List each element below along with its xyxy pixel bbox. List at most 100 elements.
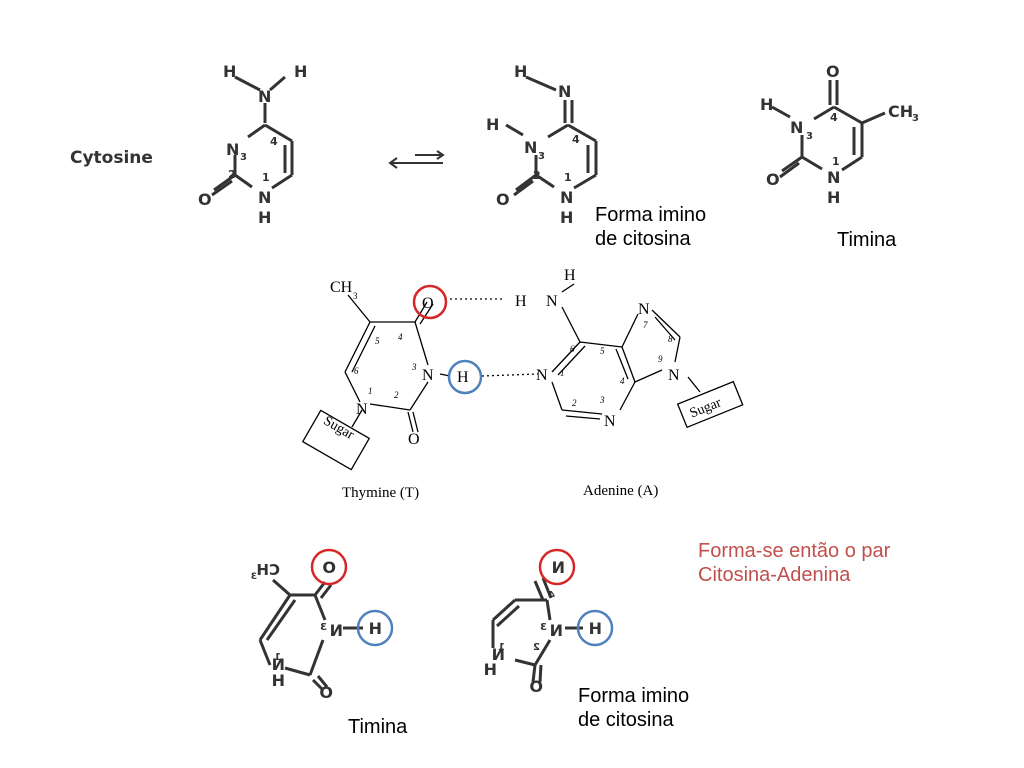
ring-number: 1: [262, 171, 270, 184]
thymine-structure: O H N 3 4 CH 3 1 N H O: [760, 62, 919, 207]
ring-number: 1: [274, 652, 281, 663]
atom-n: N: [638, 301, 650, 318]
ring-number: 4: [572, 133, 580, 146]
atom-o: O: [826, 62, 840, 81]
atom-h: H: [369, 619, 382, 638]
caption-line: Citosina-Adenina: [698, 564, 851, 586]
mirrored-imino-cytosine-structure: N 4 N 3 H 2 1 N H O: [484, 548, 614, 696]
atom-h: H: [258, 208, 271, 227]
atom-n: N: [560, 188, 573, 207]
atom-n: N: [330, 621, 343, 640]
adenine-label: Adenine (A): [583, 483, 658, 499]
caption-line: Forma imino: [595, 204, 707, 226]
ring-number: 8: [668, 334, 673, 344]
atom-n: N: [546, 293, 558, 310]
atom-o: O: [408, 431, 420, 448]
ring-number: 4: [830, 111, 838, 124]
atom-n: N: [258, 87, 271, 106]
imino-caption-top: Forma imino de citosina: [595, 203, 706, 251]
ring-number: 7: [643, 320, 648, 330]
sugar-label: Sugar: [688, 395, 724, 421]
blue-highlight-circle: [447, 359, 483, 395]
atom-h: H: [827, 188, 840, 207]
atom-o: O: [322, 558, 336, 577]
ring-number: 4: [398, 332, 403, 342]
atom-n: N: [550, 621, 563, 640]
atom-ch3: CH: [888, 102, 913, 121]
ring-number: 3: [540, 622, 547, 633]
atom-n: N: [558, 82, 571, 101]
atom-ch3: CH: [256, 561, 280, 579]
atom-subscript: 3: [806, 131, 813, 142]
atom-o: O: [529, 677, 543, 696]
atom-h: H: [560, 208, 573, 227]
atom-n: N: [492, 645, 505, 664]
atom-subscript: 3: [912, 113, 919, 124]
atom-n: N: [827, 168, 840, 187]
atom-n: N: [258, 188, 271, 207]
ring-number: 1: [368, 386, 373, 396]
ring-number: 2: [394, 390, 399, 400]
ring-number: 4: [270, 135, 278, 148]
atom-n: N: [356, 401, 368, 418]
ring-number: 2: [228, 168, 236, 181]
ring-number: 2: [533, 169, 541, 182]
atom-h: H: [223, 62, 236, 81]
caption-line: Forma imino: [578, 685, 690, 707]
ring-number: 1: [498, 642, 505, 653]
ring-number: 4: [548, 590, 555, 601]
atom-n3: N: [790, 118, 803, 137]
thymine-label: Thymine (T): [342, 485, 419, 501]
blue-highlight-circle: [356, 609, 394, 647]
ring-number: 1: [832, 155, 840, 168]
cytosine-label: Cytosine: [70, 148, 153, 168]
ring-number: 9: [658, 354, 663, 364]
atom-h: H: [515, 293, 527, 310]
atom-o: O: [319, 683, 333, 702]
red-highlight-circle: [538, 548, 576, 586]
imino-cytosine-structure: H N H N 3 4 2 1 N H O: [486, 62, 598, 227]
caption-line: de citosina: [578, 709, 674, 731]
atom-o: O: [496, 190, 510, 209]
ring-number: 5: [375, 336, 380, 346]
atom-o: O: [198, 190, 212, 209]
ring-number: 3: [599, 395, 605, 405]
ring-number: 2: [572, 398, 577, 408]
atom-n: N: [422, 367, 434, 384]
red-highlight-circle: [412, 284, 448, 320]
ring-number: 1: [560, 368, 565, 378]
atom-h: H: [294, 62, 307, 81]
caption-line: de citosina: [595, 228, 691, 250]
ring-number: 3: [320, 622, 327, 633]
atom-subscript: 3: [240, 152, 247, 163]
blue-highlight-circle: [576, 609, 614, 647]
atom-h: H: [486, 115, 499, 134]
atom-h: H: [514, 62, 527, 81]
sugar-label: Sugar: [321, 414, 357, 443]
atom-ch3: CH: [330, 279, 353, 296]
ring-number: 1: [564, 171, 572, 184]
atom-h: H: [589, 619, 602, 638]
pair-caption: Forma-se então o par Citosina-Adenina: [698, 539, 890, 587]
atom-o: O: [766, 170, 780, 189]
atom-o: O: [422, 295, 434, 312]
atom-h: H: [760, 95, 773, 114]
ring-number: 2: [533, 642, 540, 653]
atom-n: N: [536, 367, 548, 384]
timina-caption-top: Timina: [837, 229, 897, 251]
atom-subscript: 3: [353, 291, 358, 301]
ring-number: 4: [620, 376, 625, 386]
thymine-adenine-pair: CH 3 O 5 4 6 3 1 2 N H N O Sugar H N H N…: [301, 267, 744, 501]
atom-h: H: [457, 369, 469, 386]
atom-n: N: [668, 367, 680, 384]
atom-h: H: [484, 660, 497, 679]
atom-n: N: [604, 413, 616, 430]
ring-number: 6: [354, 366, 359, 376]
atom-n3: N: [226, 140, 239, 159]
imino-caption-bottom: Forma imino de citosina: [578, 684, 689, 732]
atom-h: H: [272, 671, 285, 690]
timina-caption-bottom: Timina: [348, 716, 408, 738]
atom-subscript: 3: [251, 572, 257, 582]
mirrored-thymine-structure: CH 3 O N 3 H N 1 H O: [251, 548, 394, 702]
ring-number: 3: [411, 362, 417, 372]
